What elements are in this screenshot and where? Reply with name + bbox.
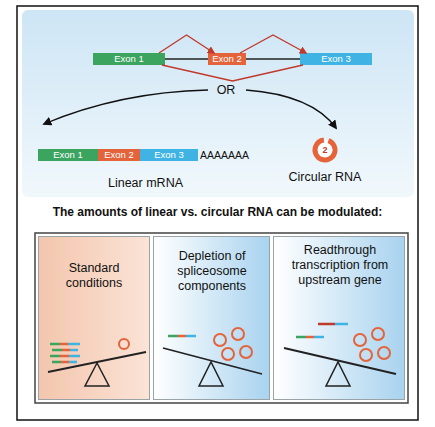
panel-frame	[35, 233, 408, 403]
exon-segment: Exon 1	[38, 149, 98, 161]
node-text: Exon 2	[98, 149, 140, 161]
seesaw-icon	[163, 328, 262, 386]
node-text: 2	[315, 143, 335, 157]
section-heading: The amounts of linear vs. circular RNA c…	[0, 205, 435, 220]
splice-junction	[159, 35, 214, 53]
seesaw-icon	[284, 324, 396, 386]
top-panel	[22, 10, 414, 197]
node-text: Exon 3	[300, 53, 372, 65]
splice-junction	[240, 35, 306, 53]
condition-panel: Readthrough transcription from upstream …	[273, 236, 405, 400]
condition-panel: Depletion of spliceosome components	[153, 236, 270, 400]
exon-segment: Exon 3	[140, 149, 198, 161]
exon-box: Exon 3	[300, 53, 372, 65]
node-text: Linear mRNA	[38, 176, 253, 191]
splice-junction	[162, 65, 303, 81]
or-arrow	[44, 90, 208, 124]
linear-mrna: Exon 1Exon 2Exon 3AAAAAAA Linear mRNA	[38, 149, 253, 193]
exon-segment: Exon 2	[98, 149, 140, 161]
node-text: Exon 3	[140, 149, 198, 161]
circular-rna-ring	[312, 137, 338, 163]
node-text: Depletion of spliceosome components	[160, 249, 264, 294]
condition-panel: Standard conditions	[38, 236, 150, 400]
node-text: Exon 2	[208, 53, 246, 65]
or-arrow	[246, 90, 336, 128]
node-text: Exon 1	[93, 53, 165, 65]
seesaw-icon	[48, 339, 146, 386]
exon-box: Exon 1	[93, 53, 165, 65]
node-text: Exon 1	[38, 149, 98, 161]
exon-box: Exon 2	[208, 53, 246, 65]
circular-rna: 2Circular RNA	[280, 136, 370, 192]
node-text: Standard conditions	[46, 261, 142, 291]
free-label: OR	[206, 83, 246, 98]
node-text: AAAAAAA	[200, 149, 249, 161]
edge-group	[159, 35, 306, 81]
node-text: Readthrough transcription from upstream …	[284, 243, 396, 288]
node-text: Circular RNA	[280, 170, 370, 185]
